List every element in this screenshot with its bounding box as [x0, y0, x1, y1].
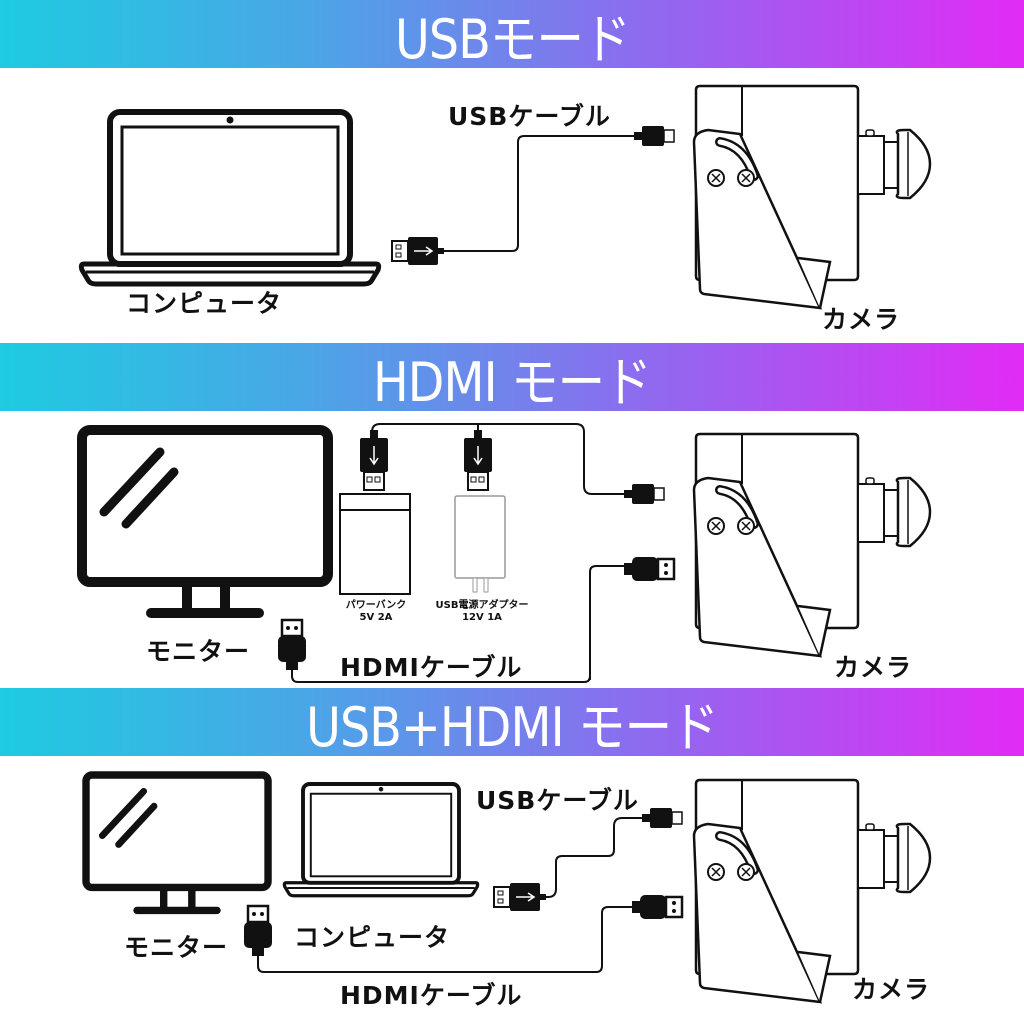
usb-cable-line: [546, 817, 646, 898]
monitor-icon: [82, 430, 328, 618]
hdmi-cable-label: HDMIケーブル: [340, 981, 523, 1010]
hdmi-cable-line: [589, 565, 628, 680]
usb-cable-label: USBケーブル: [448, 102, 611, 131]
hdmi-plug-camera-icon: [622, 555, 676, 583]
usb-hdmi-mode-header: USB+HDMI モード: [0, 688, 1024, 759]
usb-cable-line: [444, 135, 640, 252]
micro-usb-plug-icon: [641, 807, 683, 829]
laptop-icon: [282, 782, 480, 898]
power-bank-icon: [339, 493, 411, 595]
power-bank-name: パワーバンク: [345, 600, 407, 611]
usb-hdmi-mode-diagram: [86, 775, 930, 1002]
usb-power-adapter-icon: [454, 495, 506, 593]
hdmi-plug-monitor-icon: [276, 618, 308, 672]
adapter-spec: 12V 1A: [462, 612, 502, 623]
usb-cable-label: USBケーブル: [476, 786, 639, 815]
usb-hdmi-mode-title: USB+HDMI モード: [306, 695, 719, 759]
usb-a-plug-icon: [391, 236, 445, 266]
camera-icon: [694, 780, 930, 1002]
monitor-label: モニター: [124, 933, 229, 962]
micro-usb-plug-icon: [633, 125, 675, 147]
usb-plug-adapter-icon: [463, 429, 493, 491]
hdmi-cable-line: [257, 906, 636, 973]
power-bank-label: パワーバンク 5V 2A: [338, 600, 414, 624]
hdmi-mode-diagram: [82, 423, 930, 683]
usb-mode-diagram: [81, 86, 930, 308]
hdmi-mode-title: HDMI モード: [373, 350, 652, 414]
hdmi-plug-camera-icon: [630, 893, 684, 921]
camera-label: カメラ: [852, 975, 931, 1004]
laptop-icon: [81, 112, 378, 284]
hdmi-mode-header: HDMI モード: [0, 343, 1024, 414]
camera-icon: [694, 86, 930, 308]
computer-label: コンピュータ: [294, 923, 451, 952]
monitor-label: モニター: [146, 637, 251, 666]
camera-label: カメラ: [822, 305, 901, 334]
camera-label: カメラ: [834, 653, 913, 682]
camera-icon: [694, 434, 930, 656]
usb-a-plug-icon: [493, 882, 547, 912]
hdmi-cable-label: HDMIケーブル: [340, 653, 523, 682]
micro-usb-plug-icon: [623, 483, 665, 505]
computer-label: コンピュータ: [126, 289, 283, 318]
usb-mode-title: USBモード: [394, 7, 631, 71]
adapter-name: USB電源アダプター: [435, 600, 529, 611]
usb-mode-header: USBモード: [0, 0, 1024, 71]
usb-plug-power-bank-icon: [359, 429, 389, 491]
hdmi-plug-monitor-icon: [242, 904, 274, 958]
adapter-label: USB電源アダプター 12V 1A: [424, 600, 540, 624]
power-bank-spec: 5V 2A: [359, 612, 393, 623]
monitor-icon: [86, 775, 268, 914]
usb-power-cable-line: [371, 423, 628, 495]
